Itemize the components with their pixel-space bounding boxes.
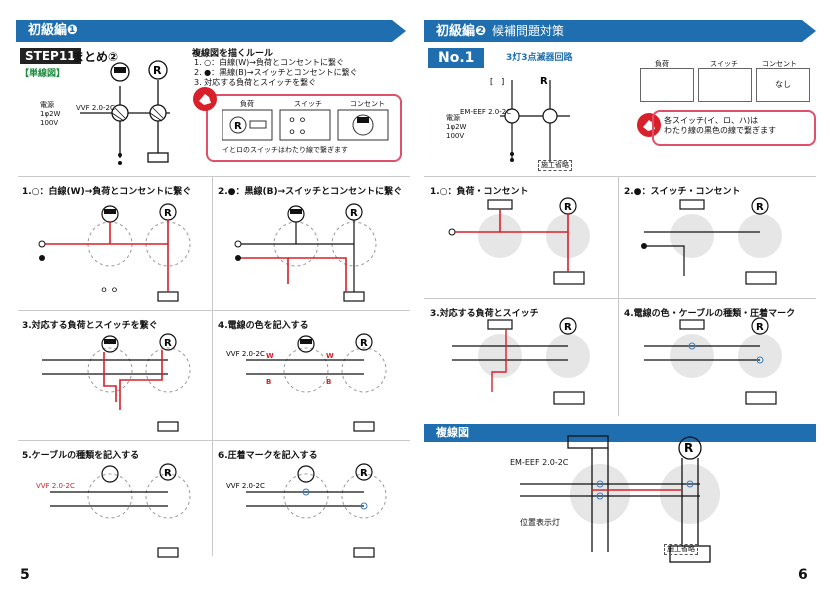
multi-cable-label: EM-EEF 2.0-2C bbox=[510, 458, 569, 467]
panel-3-title: 3.対応する負荷とスイッチを繋ぐ bbox=[22, 321, 158, 331]
right-panel-4-title: 4.電線の色・ケーブルの種類・圧着マーク bbox=[624, 309, 796, 319]
svg-text:R: R bbox=[564, 202, 572, 213]
right-note: 各スイッチ(イ、ロ、ハ)はわたり線の黒色の線で繋ぎます bbox=[664, 116, 776, 135]
left-divider-1 bbox=[18, 176, 410, 177]
left-divider-2 bbox=[18, 310, 410, 311]
multi-omitted-label: 施工省略 bbox=[664, 544, 698, 555]
svg-text:R: R bbox=[684, 441, 693, 455]
panel-4-diagram: W B W B R VVF 2.0-2C bbox=[226, 333, 387, 432]
legend-outlet-cell bbox=[756, 68, 810, 102]
problem-title: 3灯3点滅器回路 bbox=[506, 53, 573, 63]
right-panel-2-title: 2.●：スイッチ・コンセント bbox=[624, 187, 741, 197]
legend-header-switch: スイッチ bbox=[710, 60, 738, 68]
right-page-number: 6 bbox=[798, 567, 808, 583]
right-panel-1-diagram: R bbox=[448, 197, 590, 285]
svg-text:B: B bbox=[326, 378, 331, 386]
pointing-hand-icon bbox=[193, 87, 217, 111]
left-cable-label: VVF 2.0-2C bbox=[76, 104, 115, 112]
right-divider-1 bbox=[424, 176, 816, 177]
panel-6-diagram: VVF 2.0-2C R bbox=[226, 463, 387, 558]
legend-load-cell bbox=[640, 68, 694, 102]
left-page-number: 5 bbox=[20, 567, 30, 583]
step-badge: STEP11 bbox=[20, 48, 81, 64]
legend-none: なし bbox=[775, 80, 791, 89]
panel-2-title: 2.●：黒線(B)→スイッチとコンセントに繋ぐ bbox=[218, 187, 403, 197]
svg-text:R: R bbox=[360, 338, 368, 349]
panel-2-diagram: R bbox=[234, 203, 377, 302]
rule-header-outlet: コンセント bbox=[350, 100, 385, 108]
svg-text:B: B bbox=[266, 378, 271, 386]
svg-text:W: W bbox=[266, 352, 274, 360]
single-line-label: 【単線図】 bbox=[20, 69, 66, 79]
legend-header-outlet: コンセント bbox=[762, 60, 797, 68]
left-divider-3 bbox=[18, 440, 410, 441]
rule-header-switch: スイッチ bbox=[294, 100, 322, 108]
right-panel-3-title: 3.対応する負荷とスイッチ bbox=[430, 309, 539, 319]
left-banner: 初級編❶ bbox=[16, 20, 406, 42]
multi-line-diagram: R bbox=[520, 435, 720, 563]
left-col-divider bbox=[212, 176, 213, 556]
legend-header-load: 負荷 bbox=[655, 60, 669, 68]
svg-text:R: R bbox=[234, 121, 242, 132]
problem-number: No.1 bbox=[428, 48, 485, 68]
right-cable-label: EM-EEF 2.0-2C bbox=[460, 108, 512, 116]
right-panel-4-diagram: R bbox=[644, 317, 782, 405]
svg-text:VVF 2.0-2C: VVF 2.0-2C bbox=[36, 482, 75, 490]
right-panel-3-diagram: R bbox=[452, 317, 590, 405]
svg-text:R: R bbox=[164, 208, 172, 219]
right-omitted-label: 施工省略 bbox=[538, 160, 572, 171]
rule-note: イとロのスイッチはわたり線で繋ぎます bbox=[222, 146, 348, 154]
single-line-diagram: R bbox=[80, 60, 170, 165]
pilot-light-label: 位置表示灯 bbox=[520, 518, 560, 527]
rule-2: 2. ●：黒線(B)→スイッチとコンセントに繋ぐ bbox=[194, 68, 358, 77]
svg-text:ｏ ｏ: ｏ ｏ bbox=[100, 285, 119, 294]
svg-text:R: R bbox=[153, 64, 162, 77]
panel-3-diagram: R bbox=[42, 333, 191, 432]
svg-text:R: R bbox=[564, 322, 572, 333]
rules-title: 複線図を描くルール bbox=[192, 49, 274, 59]
legend-switch-cell bbox=[698, 68, 752, 102]
right-panel-1-title: 1.○：負荷・コンセント bbox=[430, 187, 529, 197]
right-single-line-diagram: [ ] R bbox=[490, 76, 570, 162]
rule-box bbox=[206, 94, 402, 162]
panel-6-title: 6.圧着マークを記入する bbox=[218, 451, 318, 461]
right-col-divider bbox=[618, 176, 619, 416]
rule-3: 3. 対応する負荷とスイッチを繋ぐ bbox=[194, 78, 317, 87]
panel-5-diagram: VVF 2.0-2C R bbox=[36, 463, 191, 558]
right-note-box bbox=[652, 110, 816, 146]
svg-text:VVF 2.0-2C: VVF 2.0-2C bbox=[226, 350, 265, 358]
multi-line-banner: 複線図 bbox=[424, 424, 816, 442]
svg-text:ｏ ｏ: ｏ ｏ bbox=[288, 115, 307, 124]
svg-text:R: R bbox=[540, 76, 548, 87]
panel-1-title: 1.○：白線(W)→負荷とコンセントに繋ぐ bbox=[22, 187, 192, 197]
panel-4-title: 4.電線の色を記入する bbox=[218, 321, 309, 331]
svg-text:R: R bbox=[164, 338, 172, 349]
rule-header-load: 負荷 bbox=[240, 100, 254, 108]
rule-symbols: R ｏ ｏ ｏ ｏ bbox=[222, 109, 389, 141]
svg-text:R: R bbox=[756, 202, 764, 213]
svg-text:R: R bbox=[756, 322, 764, 333]
panel-1-diagram: R ｏ ｏ bbox=[38, 203, 191, 302]
svg-text:R: R bbox=[350, 208, 358, 219]
svg-text:R: R bbox=[164, 468, 172, 479]
svg-text:VVF 2.0-2C: VVF 2.0-2C bbox=[226, 482, 265, 490]
right-divider-2 bbox=[424, 298, 816, 299]
svg-text:[ ]: [ ] bbox=[490, 77, 504, 86]
svg-text:W: W bbox=[326, 352, 334, 360]
step-title: まとめ② bbox=[72, 50, 119, 64]
right-panel-2-diagram: R bbox=[641, 197, 782, 285]
panel-5-title: 5.ケーブルの種類を記入する bbox=[22, 451, 140, 461]
svg-text:ｏ ｏ: ｏ ｏ bbox=[288, 127, 307, 136]
svg-text:R: R bbox=[360, 468, 368, 479]
rule-1: 1. ○：白線(W)→負荷とコンセントに繋ぐ bbox=[194, 58, 345, 67]
